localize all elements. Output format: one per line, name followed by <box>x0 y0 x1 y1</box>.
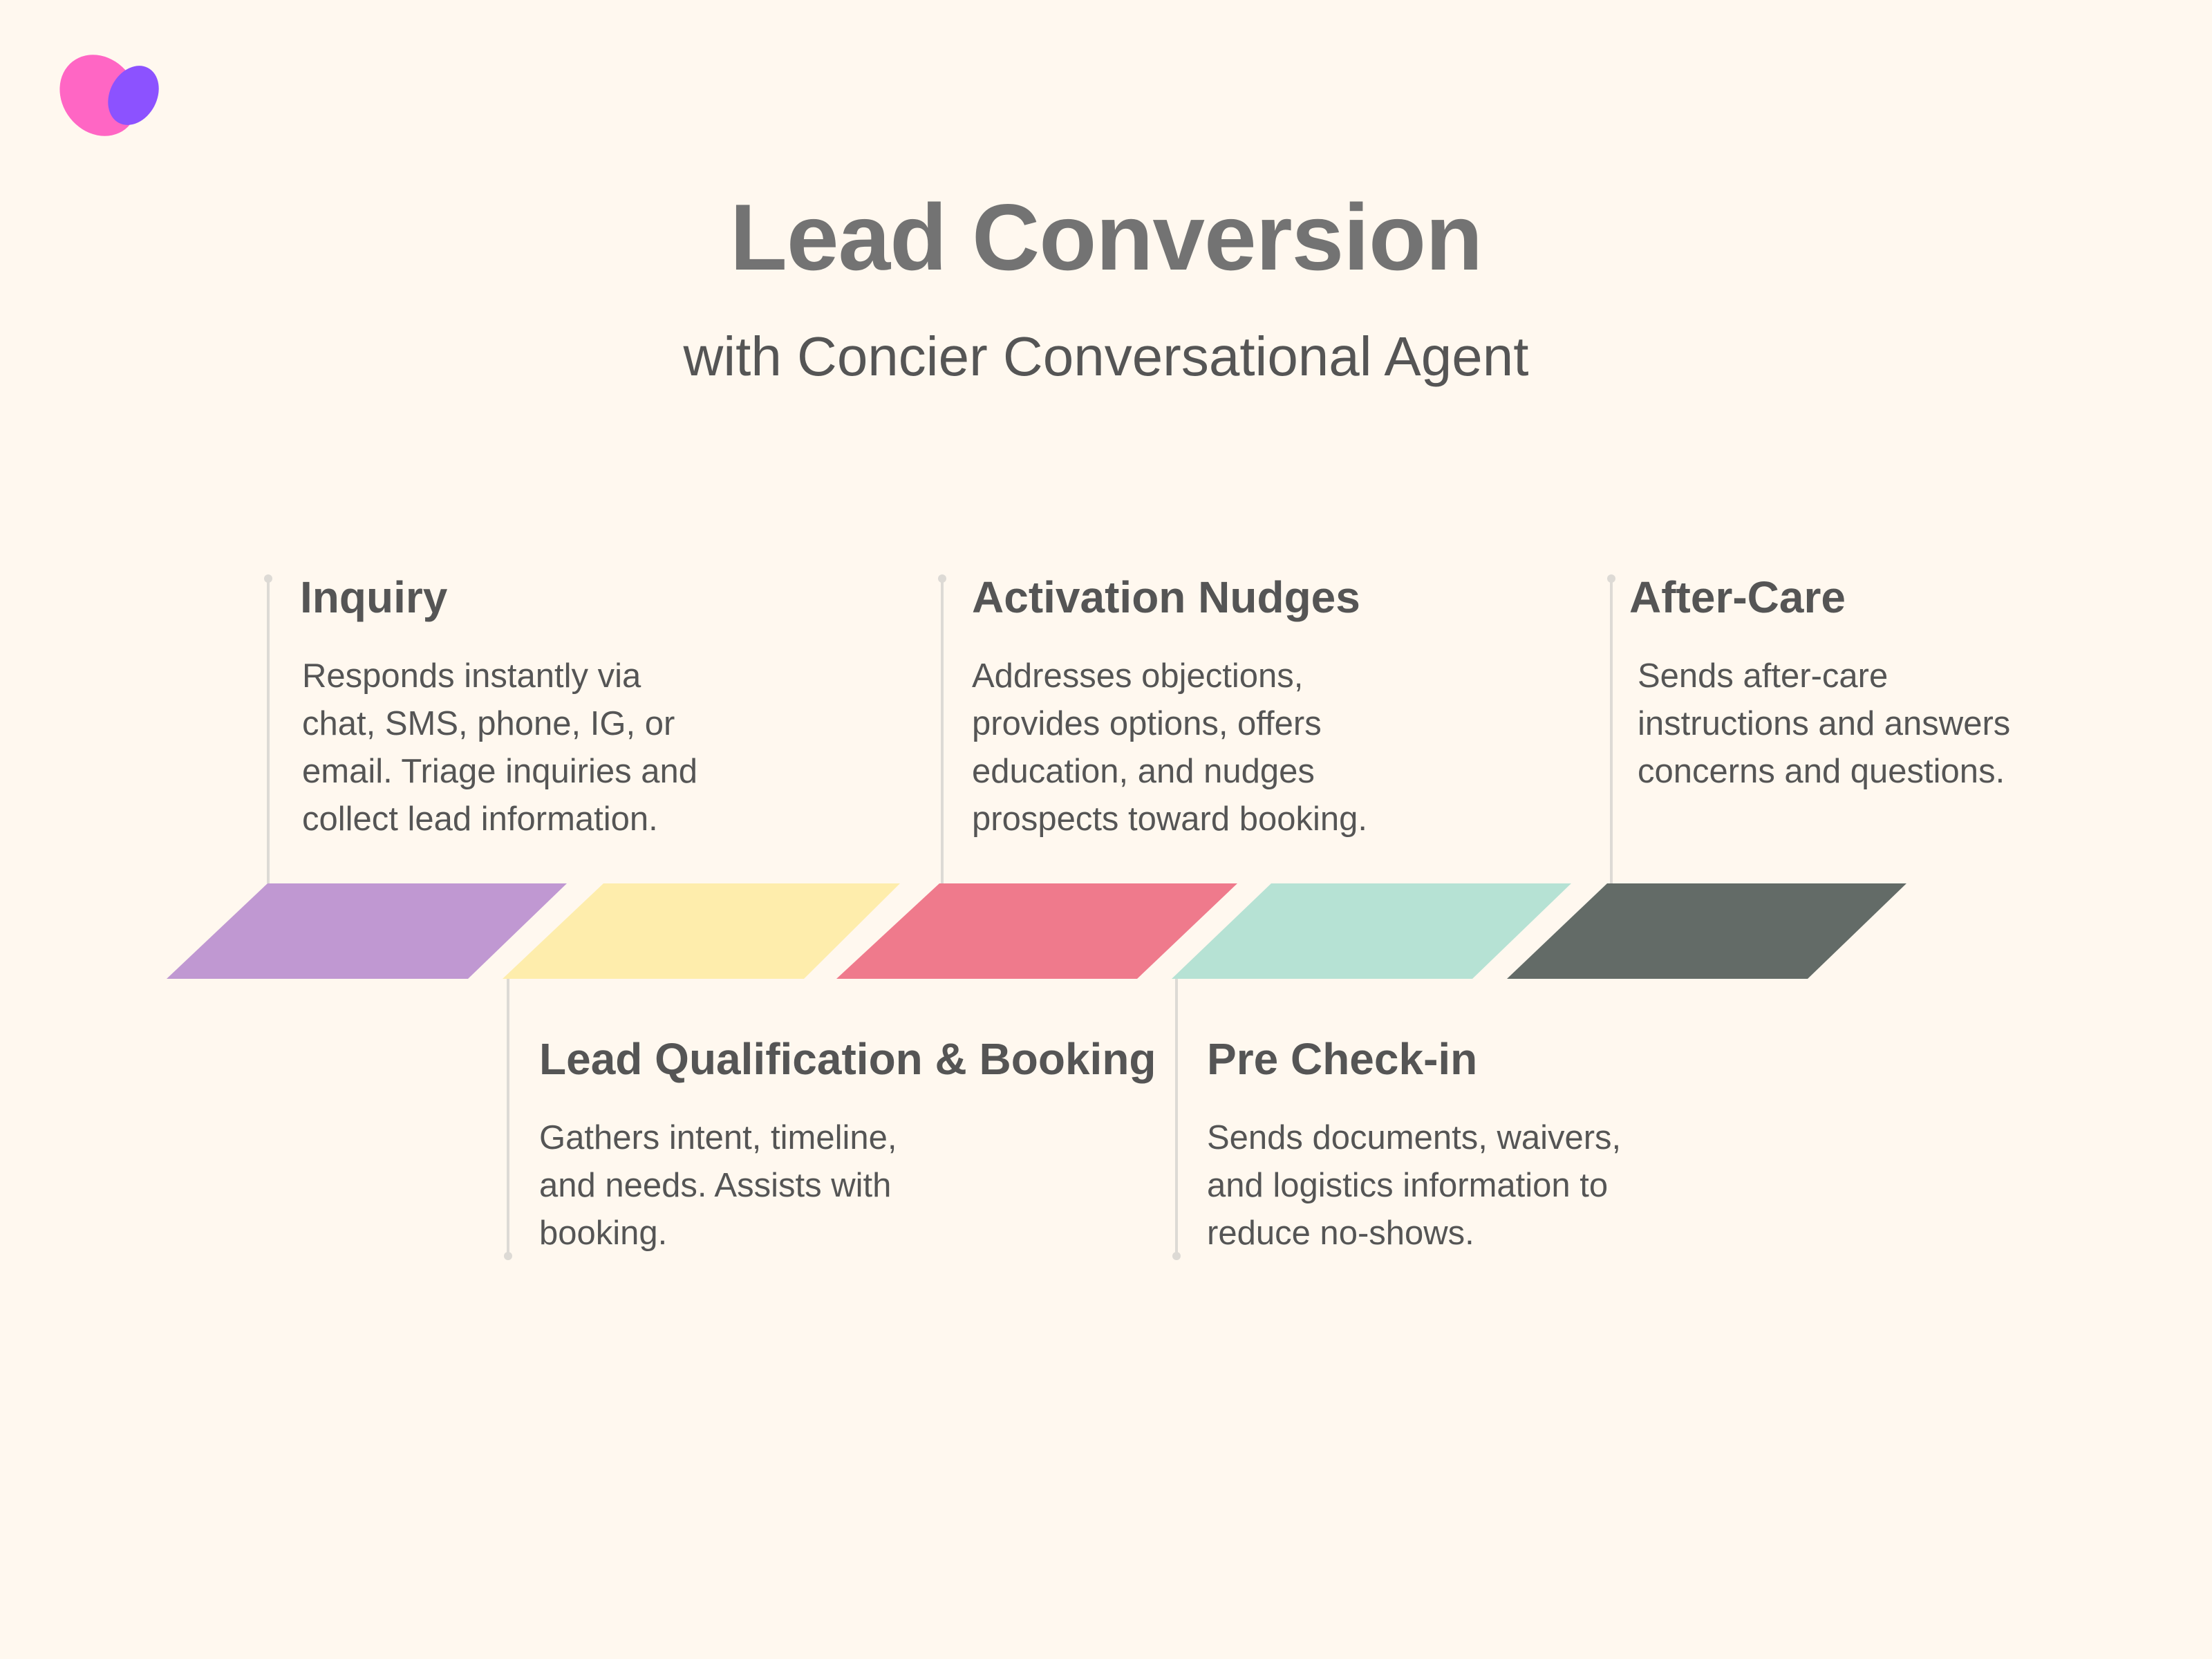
step-description: Addresses objections, provides options, … <box>972 657 1367 838</box>
connector-dot-activation-nudges <box>938 574 946 583</box>
page-subtitle: with Concier Conversational Agent <box>683 326 1529 387</box>
stage-bar-after-care <box>1507 883 1906 979</box>
step-pre-check-in: Pre Check-in Sends documents, waivers, a… <box>1207 1034 1621 1257</box>
connector-dot-after-care <box>1607 574 1615 583</box>
step-title: Lead Qualification & Booking <box>539 1034 1156 1084</box>
connector-lead-qualification <box>507 979 509 1256</box>
connector-dot-pre-check-in <box>1172 1252 1181 1260</box>
step-description: Responds instantly via chat, SMS, phone,… <box>302 657 697 838</box>
step-lead-qualification: Lead Qualification & Booking Gathers int… <box>539 1034 1156 1257</box>
stage-bar-pre-check-in <box>1172 883 1571 979</box>
step-activation-nudges: Activation Nudges Addresses objections, … <box>972 572 1367 843</box>
page-title: Lead Conversion <box>729 185 1483 290</box>
step-inquiry: Inquiry Responds instantly via chat, SMS… <box>300 572 697 843</box>
step-description: Sends documents, waivers, and logistics … <box>1207 1118 1622 1252</box>
connector-dot-lead-qualification <box>504 1252 512 1260</box>
connector-after-care <box>1610 579 1613 883</box>
step-description: Gathers intent, timeline, and needs. Ass… <box>539 1118 897 1252</box>
logo-purple-ellipse <box>108 66 159 125</box>
step-title: Inquiry <box>300 572 448 622</box>
step-description: Sends after-care instructions and answer… <box>1638 657 2011 790</box>
stage-bar-inquiry <box>167 883 567 979</box>
step-title: Pre Check-in <box>1207 1034 1478 1084</box>
connector-dot-inquiry <box>264 574 272 583</box>
brand-logo-icon <box>59 55 159 136</box>
connector-activation-nudges <box>941 579 944 883</box>
step-title: Activation Nudges <box>972 572 1360 622</box>
connector-pre-check-in <box>1175 979 1178 1256</box>
step-after-care: After-Care Sends after-care instructions… <box>1629 572 2010 796</box>
stage-bar-activation-nudges <box>836 883 1237 979</box>
step-title: After-Care <box>1629 572 1846 622</box>
connector-inquiry <box>267 579 270 883</box>
stage-bar-lead-qualification <box>503 883 900 979</box>
